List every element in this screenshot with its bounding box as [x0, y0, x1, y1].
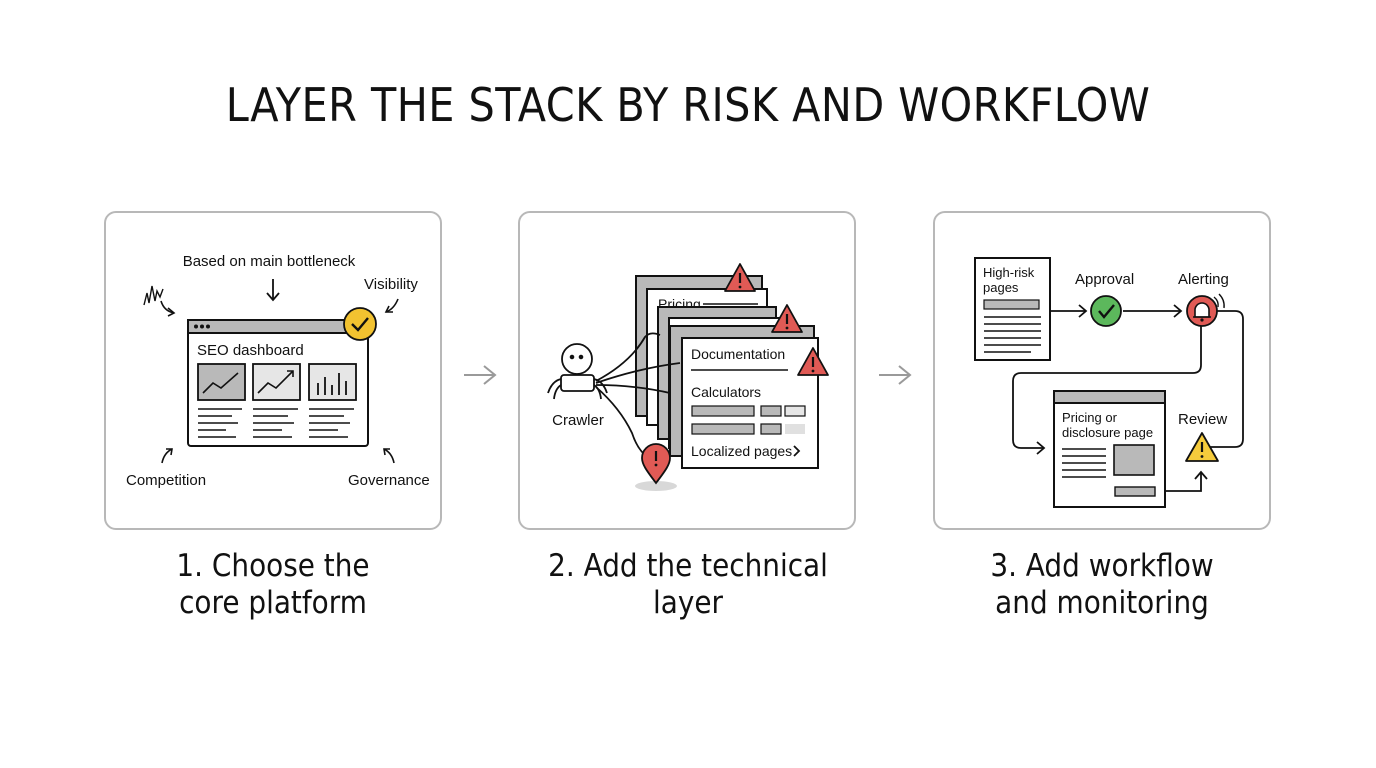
panel-technical-layer: Pricing Documentation Calculators Locali…	[518, 211, 856, 530]
pricing-disclosure-window: Pricing or disclosure page	[1053, 390, 1166, 508]
label-visibility: Visibility	[364, 276, 418, 293]
arrow-curved-icon	[160, 300, 176, 317]
squiggle-mark	[143, 285, 164, 306]
arrow-curved-icon	[161, 448, 173, 464]
step-3-line-1: 3. Add workflow	[990, 548, 1214, 584]
label-crawler: Crawler	[552, 412, 604, 429]
panel-core-platform: Based on main bottleneck Visibility SEO …	[104, 211, 442, 530]
page-stack: Pricing	[635, 275, 819, 469]
check-icon	[343, 307, 377, 341]
arrow-right-icon	[879, 365, 912, 385]
label-review: Review	[1178, 411, 1227, 428]
label-pages: pages	[983, 280, 1019, 295]
label-alerting: Alerting	[1178, 271, 1229, 288]
step-1-line-1: 1. Choose the	[176, 548, 370, 584]
page-title: LAYER THE STACK BY RISK AND WORKFLOW	[225, 78, 1151, 132]
flow-arrows	[1012, 304, 1244, 492]
warning-icon	[1185, 432, 1219, 462]
label-disclosure-page: disclosure page	[1062, 425, 1153, 440]
label-calculators: Calculators	[691, 384, 761, 400]
step-label-3: 3. Add workflow and monitoring	[949, 548, 1255, 622]
label-approval: Approval	[1075, 271, 1134, 288]
label-main-bottleneck: Based on main bottleneck	[183, 253, 356, 270]
step-label-2: 2. Add the technical layer	[535, 548, 841, 622]
seo-dashboard-window: SEO dashboard	[187, 319, 369, 447]
workflow-diagram: High-risk pages Approval Alerting	[974, 257, 1244, 508]
arrow-curved-icon	[384, 298, 399, 313]
label-high-risk: High-risk	[983, 265, 1035, 280]
step-3-line-2: and monitoring	[995, 585, 1209, 621]
technical-layer-diagram: Pricing Documentation Calculators Locali…	[547, 263, 829, 491]
warning-icon	[797, 347, 829, 376]
step-label-1: 1. Choose the core platform	[120, 548, 426, 622]
label-seo-dashboard: SEO dashboard	[197, 342, 304, 359]
check-icon	[1090, 295, 1122, 327]
panel-workflow-monitoring: High-risk pages Approval Alerting	[933, 211, 1271, 530]
location-pin-icon	[635, 443, 677, 491]
label-pricing-or: Pricing or	[1062, 410, 1118, 425]
high-risk-pages-doc: High-risk pages	[974, 257, 1051, 361]
core-platform-diagram: Based on main bottleneck Visibility SEO …	[126, 253, 430, 489]
bell-icon	[1186, 293, 1225, 327]
crawler-robot-icon	[547, 343, 608, 400]
step-2-line-2: layer	[652, 585, 724, 621]
label-governance: Governance	[348, 472, 430, 489]
label-documentation: Documentation	[691, 346, 785, 362]
warning-icon	[724, 263, 756, 292]
arrow-curved-icon	[383, 448, 395, 464]
chevron-right-icon	[793, 445, 801, 457]
warning-icon	[771, 304, 803, 333]
arrow-down-icon	[266, 279, 280, 302]
label-competition: Competition	[126, 472, 206, 489]
step-1-line-2: core platform	[179, 585, 367, 621]
arrow-right-icon	[464, 365, 497, 385]
step-2-line-1: 2. Add the technical	[548, 548, 828, 584]
label-localized-pages: Localized pages	[691, 443, 792, 459]
calculator-rows	[691, 405, 806, 435]
